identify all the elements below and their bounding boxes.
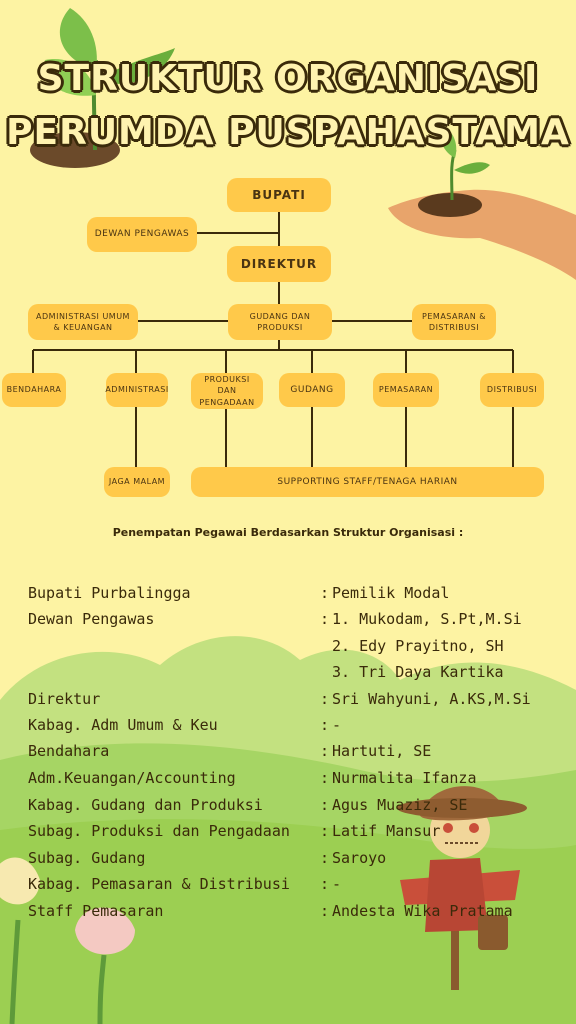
title-line-2: PERUMDA PUSPAHASTAMA: [6, 112, 570, 153]
row-colon: :: [320, 690, 330, 708]
row-value: Latif Mansur: [332, 822, 441, 840]
row-colon: :: [320, 769, 330, 787]
row-colon: :: [320, 742, 330, 760]
org-box-gudang-produksi: GUDANG DAN PRODUKSI: [228, 304, 332, 340]
row-label: Bendahara: [28, 742, 110, 760]
org-box-bendahara: BENDAHARA: [2, 373, 66, 407]
row-colon: :: [320, 584, 330, 602]
row-label: Bupati Purbalingga: [28, 584, 191, 602]
title-line-1: STRUKTUR ORGANISASI: [37, 58, 539, 99]
org-box-adm-umum: ADMINISTRASI UMUM & KEUANGAN: [28, 304, 138, 340]
org-box-bupati: BUPATI: [227, 178, 331, 212]
row-value: Andesta Wika Pratama: [332, 902, 513, 920]
row-colon: :: [320, 902, 330, 920]
row-label: Staff Pemasaran: [28, 902, 164, 920]
row-label: Adm.Keuangan/Accounting: [28, 769, 236, 787]
flower-icon: [0, 857, 135, 1024]
row-colon: :: [320, 610, 330, 628]
row-value: Sri Wahyuni, A.KS,M.Si: [332, 690, 531, 708]
org-box-gudang: GUDANG: [279, 373, 345, 407]
row-value: 3. Tri Daya Kartika: [332, 663, 504, 681]
row-colon: :: [320, 849, 330, 867]
placement-heading: Penempatan Pegawai Berdasarkan Struktur …: [112, 526, 464, 539]
org-box-produksi-pengadaan: PRODUKSI DAN PENGADAAN: [191, 373, 263, 409]
sprout-icon: [30, 8, 175, 168]
row-colon: :: [320, 875, 330, 893]
row-value: -: [332, 716, 342, 734]
row-label: Kabag. Gudang dan Produksi: [28, 796, 263, 814]
row-label: Kabag. Adm Umum & Keu: [28, 716, 218, 734]
row-label: Dewan Pengawas: [28, 610, 155, 628]
org-box-distribusi: DISTRIBUSI: [480, 373, 544, 407]
row-colon: :: [320, 796, 330, 814]
org-box-jaga-malam: JAGA MALAM: [104, 467, 170, 497]
org-box-direktur: DIREKTUR: [227, 246, 331, 282]
org-box-pemasaran: PEMASARAN: [373, 373, 439, 407]
row-label: Direktur: [28, 690, 101, 708]
org-box-pemasaran-distribusi: PEMASARAN & DISTRIBUSI: [412, 304, 496, 340]
row-value: 1. Mukodam, S.Pt,M.Si: [332, 610, 522, 628]
row-value: Pemilik Modal: [332, 584, 450, 602]
row-value: Agus Muaziz, SE: [332, 796, 468, 814]
row-label: Subag. Gudang: [28, 849, 146, 867]
row-colon: :: [320, 716, 330, 734]
org-box-administrasi: ADMINISTRASI: [105, 373, 168, 407]
scarecrow-icon: [397, 786, 527, 990]
row-value: Saroyo: [332, 849, 387, 867]
row-value: 2. Edy Prayitno, SH: [332, 637, 504, 655]
row-colon: :: [320, 822, 330, 840]
org-box-dewan-pengawas: DEWAN PENGAWAS: [87, 217, 197, 252]
row-value: -: [332, 875, 342, 893]
row-value: Nurmalita Ifanza: [332, 769, 477, 787]
row-label: Kabag. Pemasaran & Distribusi: [28, 875, 290, 893]
org-connectors: [32, 210, 514, 467]
row-label: Subag. Produksi dan Pengadaan: [28, 822, 290, 840]
row-value: Hartuti, SE: [332, 742, 432, 760]
org-box-supporting-staff: SUPPORTING STAFF/TENAGA HARIAN: [191, 467, 544, 497]
hand-plant-icon: [388, 128, 576, 280]
